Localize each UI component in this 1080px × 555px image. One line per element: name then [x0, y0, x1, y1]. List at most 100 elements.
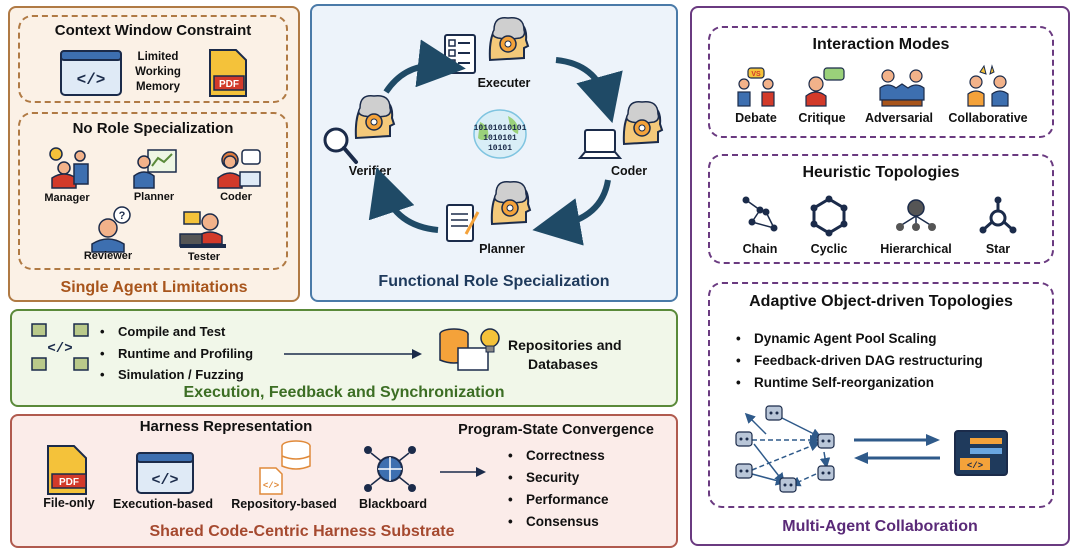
convergence-items-list: Correctness Security Performance Consens…	[508, 445, 609, 533]
laptop-icon	[577, 129, 623, 159]
svg-text:</>: </>	[263, 481, 279, 491]
tester-icon	[179, 211, 226, 248]
single-agent-limitations-footer: Single Agent Limitations	[60, 279, 248, 296]
functional-planner-label: Planner	[479, 242, 525, 256]
execution-item: Simulation / Fuzzing	[100, 364, 253, 386]
planner-label: Planner	[133, 191, 175, 203]
no-role-specialization-box	[18, 112, 288, 270]
convergence-item: Correctness	[508, 445, 609, 467]
magnifier-icon	[323, 127, 358, 164]
arrow-coder-to-planner	[532, 179, 611, 246]
heuristic-topologies-box	[708, 154, 1054, 264]
execution-feedback-footer: Execution, Feedback and Synchronization	[183, 384, 505, 401]
heuristic-topologies-title: Heuristic Topologies	[802, 164, 960, 181]
blackboard-globe-icon	[364, 446, 416, 492]
harness-arrow	[440, 467, 486, 477]
coder-icon	[217, 149, 261, 189]
multi-agent-footer: Multi-Agent Collaboration	[782, 518, 978, 535]
executer-label: Executer	[477, 76, 531, 90]
star-topology-icon	[979, 196, 1017, 234]
svg-text:</>: </>	[967, 461, 983, 471]
execution-based-code-icon: </>	[136, 452, 194, 494]
agent-robot-icons	[735, 405, 835, 493]
convergence-item: Security	[508, 467, 609, 489]
interaction-modes-box	[708, 26, 1054, 138]
planner-icon	[133, 149, 177, 189]
arrow-planner-to-verifier	[368, 167, 439, 233]
svg-text:</>: </>	[151, 472, 178, 489]
adversarial-label: Adversarial	[864, 111, 934, 125]
execution-item: Compile and Test	[100, 321, 253, 343]
adversarial-icon	[879, 69, 925, 107]
reviewer-icon: ?	[91, 206, 131, 253]
file-only-pdf-icon: PDF	[47, 445, 87, 495]
limited-working-memory-label: Limited Working Memory	[135, 51, 181, 93]
no-role-specialization-title: No Role Specialization	[72, 120, 234, 137]
database-book-icon	[439, 328, 500, 371]
chain-label: Chain	[742, 242, 778, 256]
critique-icon	[805, 67, 845, 107]
star-label: Star	[985, 242, 1011, 256]
program-state-convergence-title: Program-State Convergence	[458, 422, 654, 438]
file-only-label: File-only	[43, 496, 95, 510]
executer-head-icon	[488, 17, 530, 62]
code-globe-icon: 10101010101 1010101 10101	[473, 109, 527, 159]
adaptive-topologies-box	[708, 282, 1054, 508]
bidirectional-arrows	[854, 434, 940, 464]
svg-text:</>: </>	[47, 341, 72, 357]
binary-line-3: 10101	[488, 144, 512, 153]
hierarchical-topology-icon	[896, 199, 936, 231]
critique-label: Critique	[798, 111, 846, 125]
planner-head-icon	[490, 181, 532, 226]
interaction-modes-title: Interaction Modes	[812, 36, 950, 53]
arrow-executer-to-coder	[555, 57, 623, 124]
tester-label: Tester	[187, 251, 221, 263]
repositories-databases-label: Repositories and Databases	[508, 337, 622, 372]
manager-label: Manager	[44, 192, 90, 204]
repository-based-label: Repository-based	[231, 497, 337, 511]
collaborative-icon	[967, 64, 1009, 107]
hierarchical-label: Hierarchical	[880, 242, 952, 256]
context-window-title: Context Window Constraint	[54, 22, 252, 39]
adaptive-item: Runtime Self-reorganization	[736, 372, 983, 394]
cyclic-label: Cyclic	[810, 242, 848, 256]
agent-graph	[735, 405, 835, 493]
cyclic-topology-icon	[810, 195, 848, 237]
notepad-icon	[446, 204, 480, 242]
functional-coder-label: Coder	[610, 164, 648, 178]
code-window-icon: </>	[60, 50, 122, 96]
pdf-file-icon: PDF	[209, 49, 247, 97]
coder-head-icon	[622, 101, 664, 146]
manager-icon	[49, 147, 89, 189]
arrow-verifier-to-executer	[383, 39, 466, 94]
file-only-pdf-label: PDF	[59, 477, 79, 488]
convergence-item: Performance	[508, 489, 609, 511]
harness-substrate-footer: Shared Code-Centric Harness Substrate	[149, 523, 455, 540]
adaptive-items-list: Dynamic Agent Pool Scaling Feedback-driv…	[736, 328, 983, 394]
cycle-arrows	[368, 39, 623, 246]
debate-label: Debate	[735, 111, 777, 125]
code-editor-icon: </>	[954, 430, 1008, 476]
svg-text:</>: </>	[77, 71, 106, 89]
code-cubes-icon: </>	[31, 323, 89, 371]
blackboard-label: Blackboard	[358, 497, 428, 511]
vs-label: VS	[751, 71, 761, 78]
execution-items-list: Compile and Test Runtime and Profiling S…	[100, 321, 253, 386]
execution-item: Runtime and Profiling	[100, 343, 253, 365]
repository-based-icon: </>	[259, 440, 311, 495]
debate-icon: VS	[737, 67, 775, 107]
functional-role-footer: Functional Role Specialization	[378, 273, 610, 290]
pdf-icon-label: PDF	[219, 79, 239, 90]
adaptive-topologies-title: Adaptive Object-driven Topologies	[749, 293, 1013, 310]
adaptive-item: Feedback-driven DAG restructuring	[736, 350, 983, 372]
reviewer-label: Reviewer	[83, 250, 133, 262]
execution-arrow	[284, 349, 422, 359]
binary-line-2: 1010101	[483, 134, 517, 143]
collaborative-label: Collaborative	[948, 111, 1028, 125]
harness-representation-title: Harness Representation	[139, 418, 313, 435]
convergence-item: Consensus	[508, 511, 609, 533]
execution-based-label: Execution-based	[112, 497, 214, 511]
binary-line-1: 10101010101	[474, 124, 527, 133]
coder-label: Coder	[220, 191, 252, 203]
verifier-head-icon	[354, 95, 396, 140]
